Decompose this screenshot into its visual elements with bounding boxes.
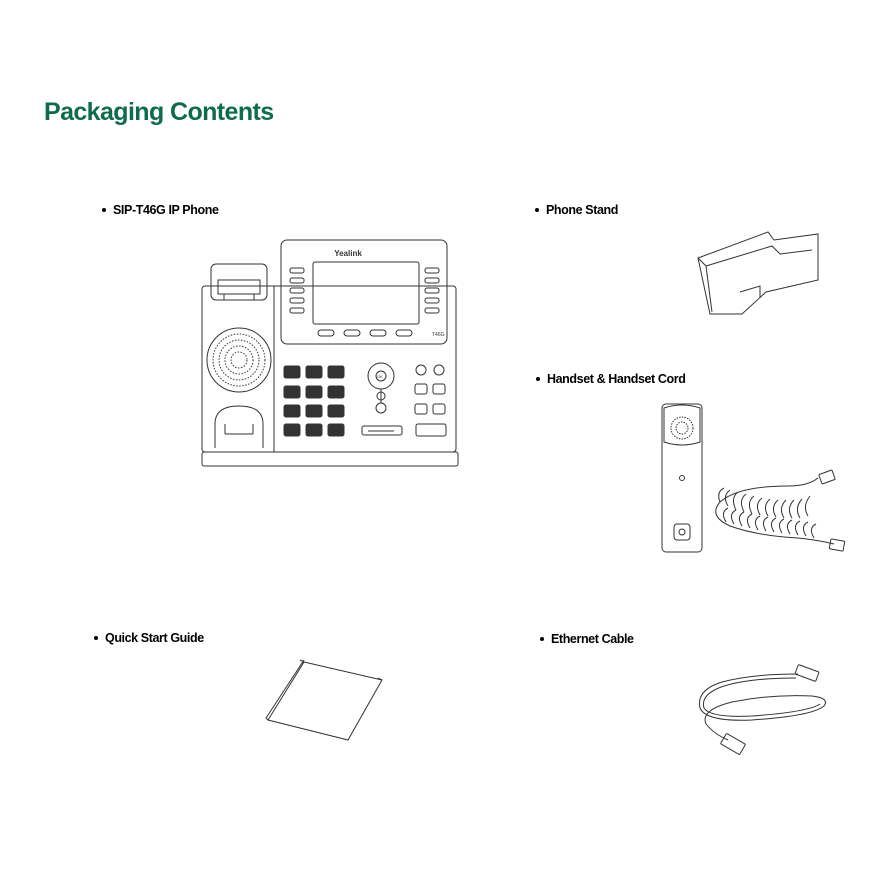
svg-text:#: # — [331, 428, 335, 435]
bullet-icon — [540, 636, 544, 641]
bullet-icon — [536, 376, 540, 381]
ethernet-cable-illustration — [698, 664, 826, 755]
svg-text:2: 2 — [309, 370, 313, 377]
left-line-keys — [289, 267, 305, 314]
handset-cord-illustration — [661, 403, 846, 553]
coiled-cord — [715, 469, 846, 552]
item-handset-label: Handset & Handset Cord — [536, 372, 686, 386]
svg-text:6: 6 — [331, 390, 335, 397]
right-line-keys — [424, 267, 440, 314]
page-title: Packaging Contents — [44, 98, 274, 126]
item-ip-phone-label: SIP-T46G IP Phone — [102, 203, 219, 217]
ip-phone-illustration: Yealink T46G 1 2 3 4 5 6 7 8 9 *. 0 # OK — [201, 239, 459, 467]
svg-text:OK: OK — [377, 374, 383, 379]
svg-text:4: 4 — [287, 390, 291, 397]
bullet-icon — [535, 207, 539, 212]
item-quick-start-guide-label: Quick Start Guide — [94, 631, 204, 645]
bullet-icon — [94, 635, 98, 640]
booklet-illustration — [265, 659, 383, 741]
model-text: T46G — [432, 332, 445, 338]
brand-text: Yealink — [334, 249, 362, 258]
item-ethernet-cable-label: Ethernet Cable — [540, 632, 634, 646]
svg-text:9: 9 — [331, 409, 335, 416]
item-phone-stand-label: Phone Stand — [535, 203, 618, 217]
nav-cluster: OK — [367, 362, 395, 414]
svg-text:1: 1 — [287, 370, 291, 377]
phone-stand-illustration — [697, 231, 819, 315]
bullet-icon — [102, 207, 106, 212]
keypad: 1 2 3 4 5 6 7 8 9 *. 0 # — [283, 365, 345, 437]
svg-text:7: 7 — [287, 409, 291, 416]
svg-text:8: 8 — [309, 409, 313, 416]
svg-text:5: 5 — [309, 390, 313, 397]
svg-text:*.: *. — [287, 428, 292, 435]
svg-text:3: 3 — [331, 370, 335, 377]
svg-text:0: 0 — [311, 428, 315, 435]
